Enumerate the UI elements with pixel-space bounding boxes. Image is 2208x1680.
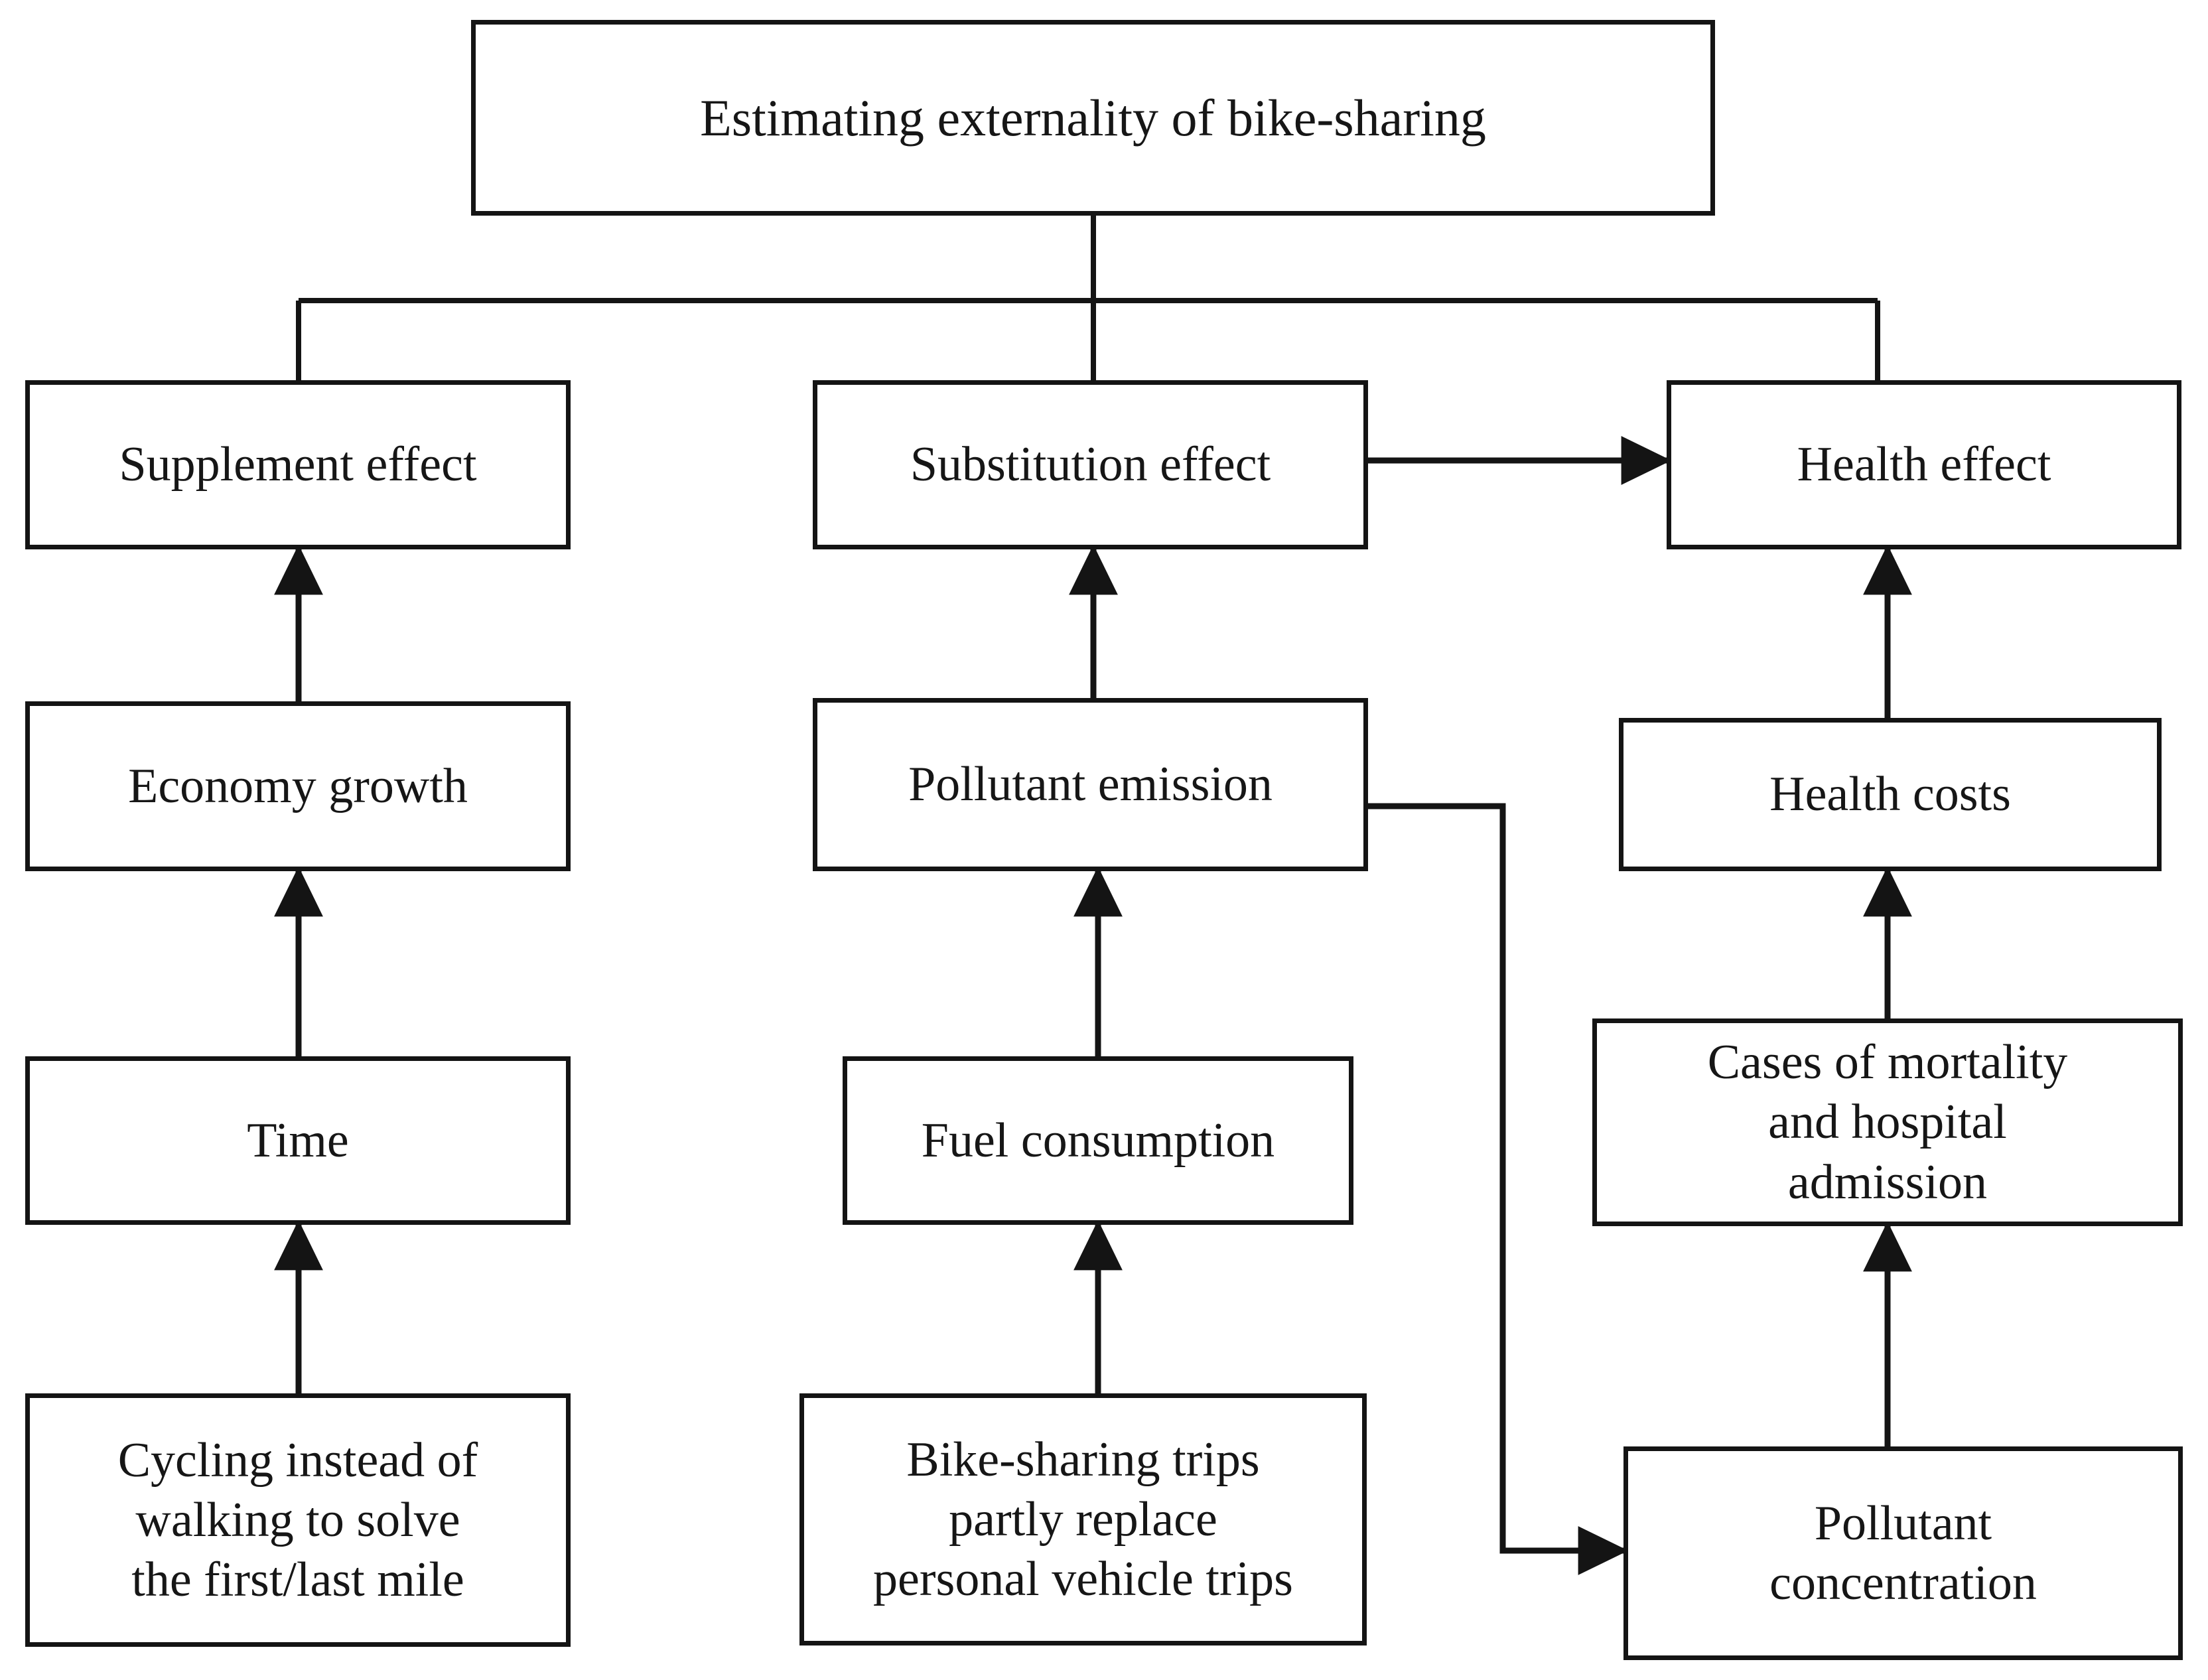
node-supplement-effect-label: Supplement effect <box>119 437 477 492</box>
node-time[interactable]: Time <box>25 1056 571 1225</box>
node-supplement-effect[interactable]: Supplement effect <box>25 380 571 549</box>
node-health-effect[interactable]: Health effect <box>1667 380 2181 549</box>
node-bike-sharing-trips[interactable]: Bike-sharing trips partly replace person… <box>799 1393 1367 1645</box>
node-bike-sharing-trips-label: Bike-sharing trips partly replace person… <box>873 1432 1293 1607</box>
edge-emission-concentration <box>1368 803 1629 1575</box>
node-health-costs-label: Health costs <box>1769 767 2011 822</box>
node-root[interactable]: Estimating externality of bike-sharing <box>471 20 1715 216</box>
node-pollutant-concentration[interactable]: Pollutant concentration <box>1623 1446 2183 1660</box>
node-economy-growth-label: Economy growth <box>128 758 468 813</box>
node-time-label: Time <box>247 1113 349 1168</box>
node-pollutant-emission-label: Pollutant emission <box>908 757 1273 812</box>
node-health-effect-label: Health effect <box>1797 437 2051 492</box>
node-pollutant-concentration-label: Pollutant concentration <box>1769 1496 2037 1610</box>
node-cases-mortality[interactable]: Cases of mortality and hospital admissio… <box>1592 1018 2183 1226</box>
node-economy-growth[interactable]: Economy growth <box>25 701 571 871</box>
node-pollutant-emission[interactable]: Pollutant emission <box>813 698 1368 871</box>
node-cycling-instead[interactable]: Cycling instead of walking to solve the … <box>25 1393 571 1647</box>
node-health-costs[interactable]: Health costs <box>1619 718 2162 871</box>
node-fuel-consumption[interactable]: Fuel consumption <box>843 1056 1353 1225</box>
node-substitution-effect[interactable]: Substitution effect <box>813 380 1368 549</box>
node-cycling-instead-label: Cycling instead of walking to solve the … <box>117 1433 478 1608</box>
node-root-label: Estimating externality of bike-sharing <box>700 88 1486 147</box>
node-substitution-effect-label: Substitution effect <box>910 437 1271 492</box>
node-fuel-consumption-label: Fuel consumption <box>921 1113 1275 1168</box>
node-cases-mortality-label: Cases of mortality and hospital admissio… <box>1707 1035 2068 1210</box>
